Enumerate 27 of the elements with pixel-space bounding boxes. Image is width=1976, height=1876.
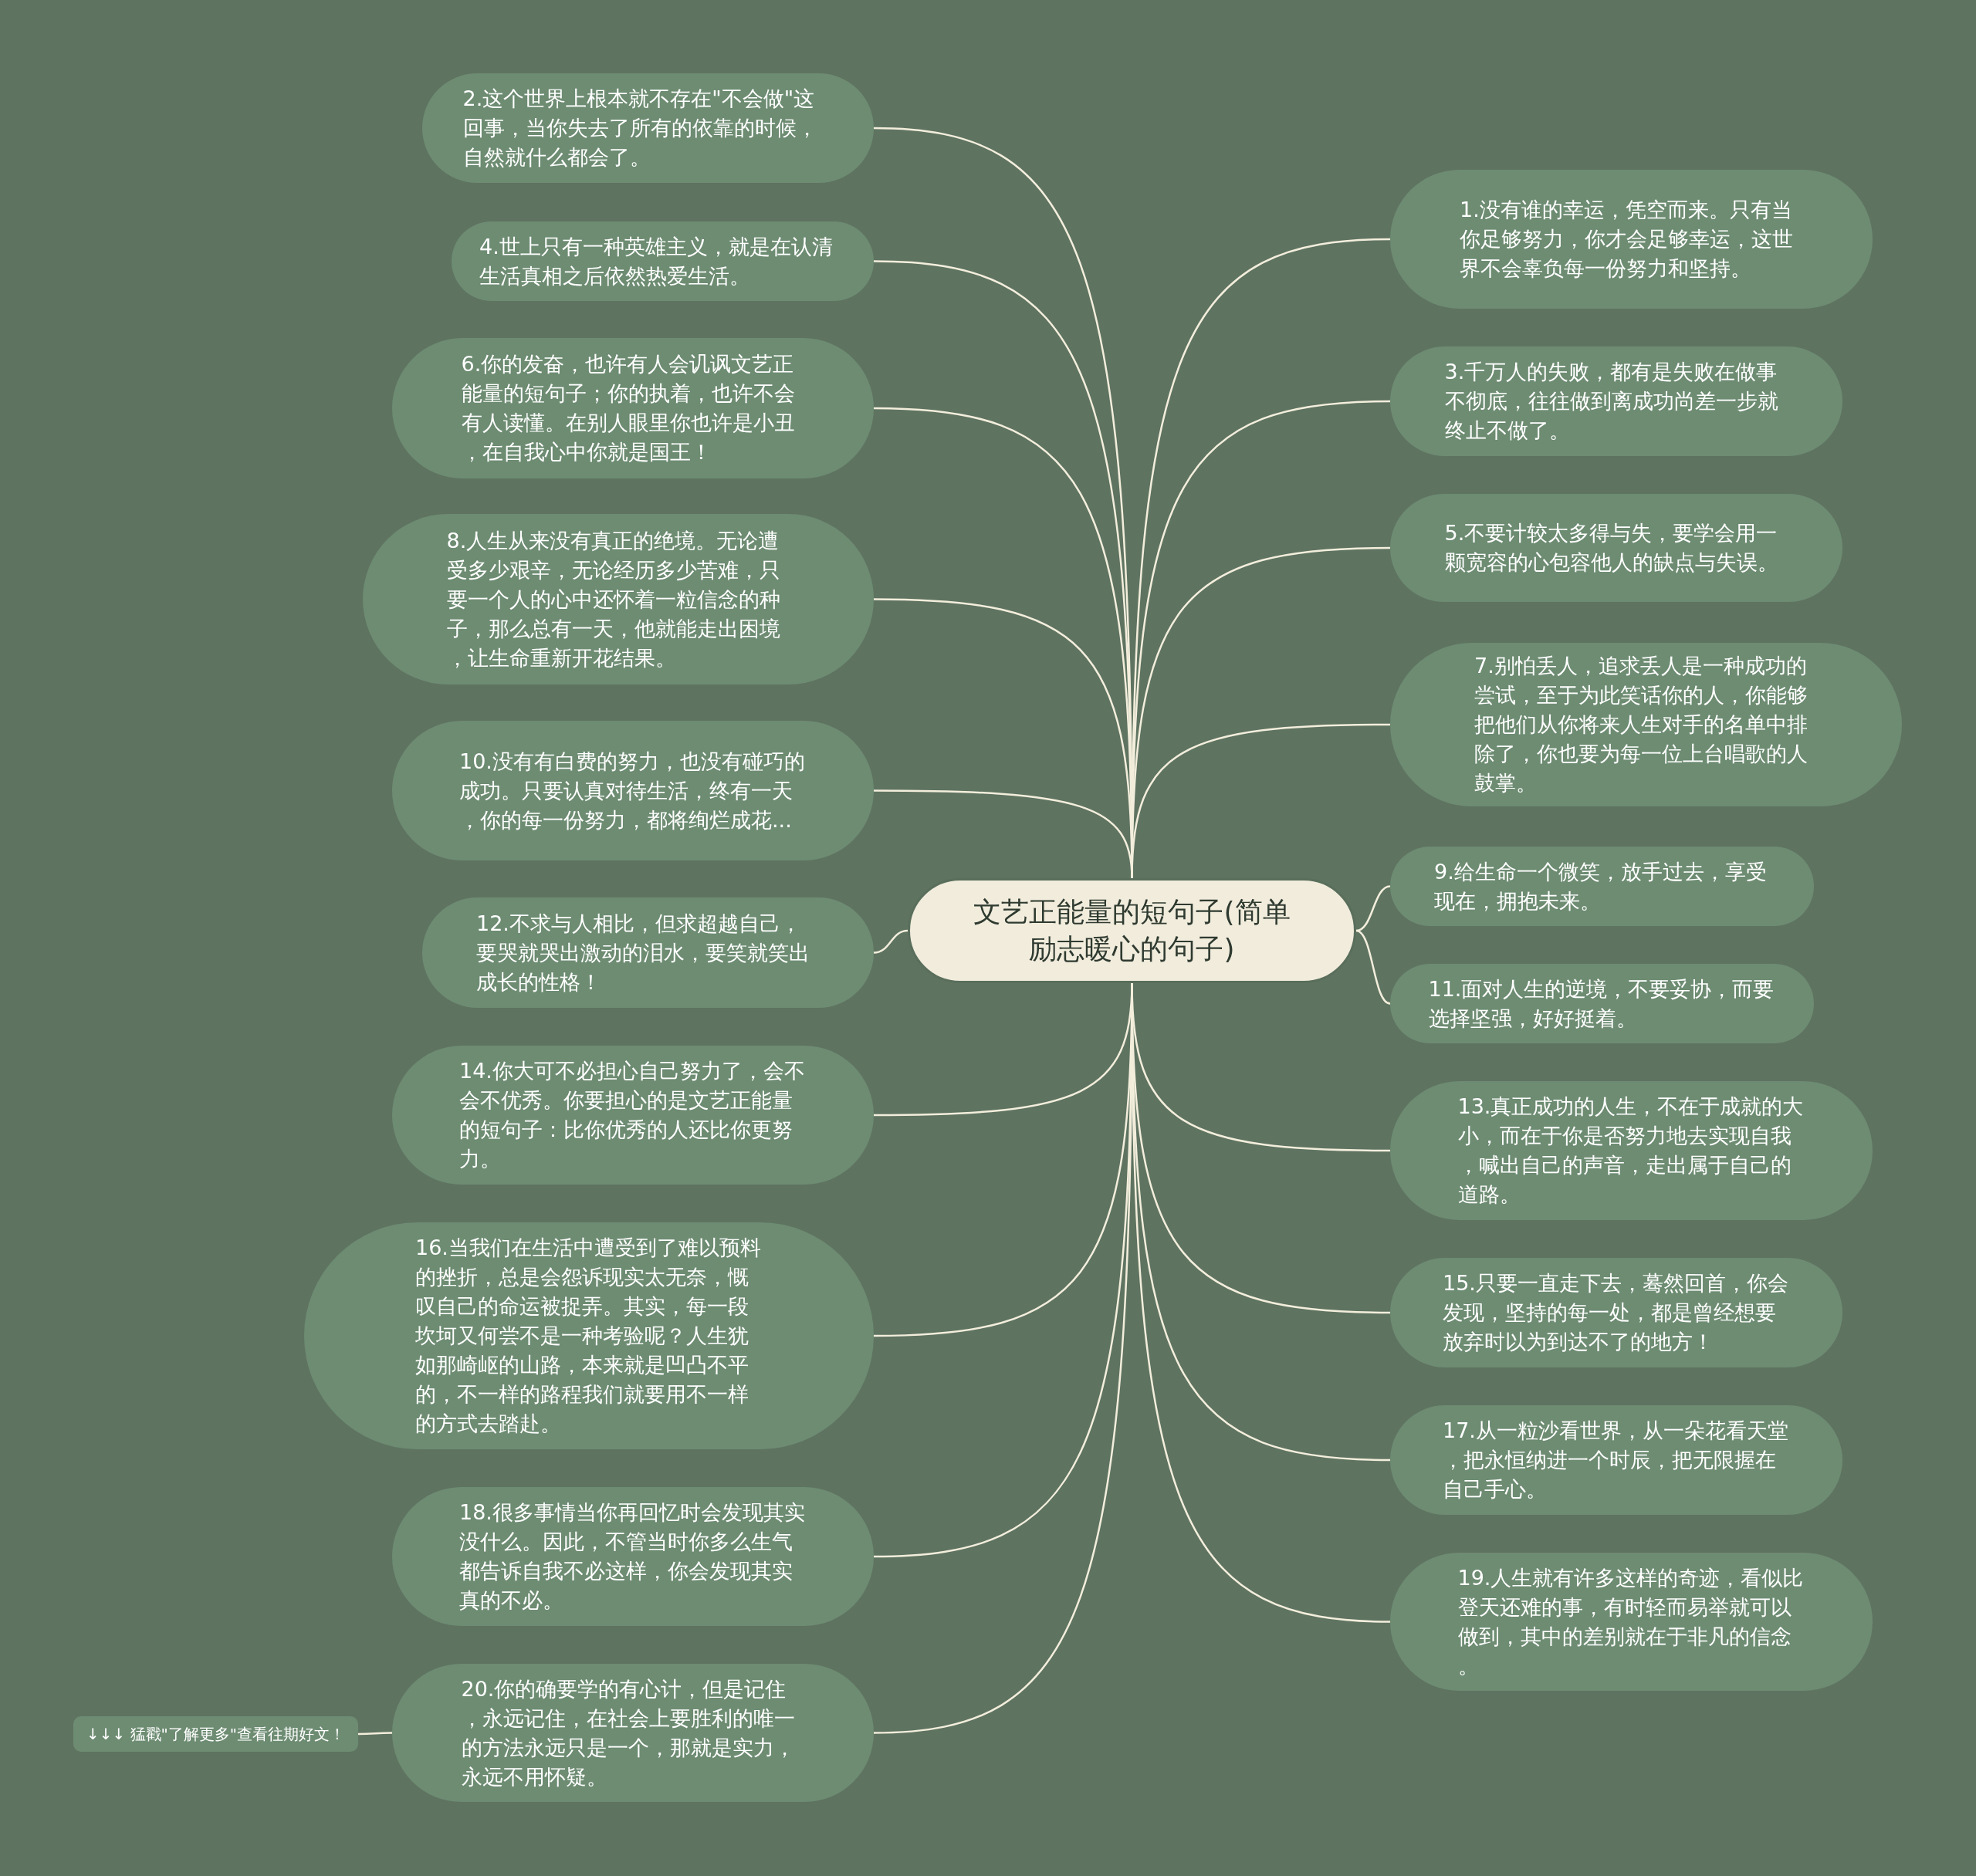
quote-bubble: 8.人生从来没有真正的绝境。无论遭受多少艰辛，无论经历多少苦难，只要一个人的心中还怀着一粒信念的种子，那么总有一天，他就能走出困境，让生命重新开花结果。: [363, 514, 874, 684]
quote-bubble: 13.真正成功的人生，不在于成就的大小，而在于你是否努力地去实现自我，喊出自己的声音，走出属于自己的道路。: [1390, 1081, 1873, 1220]
quote-bubble: 3.千万人的失败，都有是失败在做事不彻底，往往做到离成功尚差一步就终止不做了。: [1390, 346, 1842, 456]
quote-bubble: 1.没有谁的幸运，凭空而来。只有当你足够努力，你才会足够幸运，这世界不会辜负每一份努力和坚持。: [1390, 170, 1873, 309]
connector-line: [358, 1732, 392, 1736]
quote-bubble: 9.给生命一个微笑，放手过去，享受现在，拥抱未来。: [1390, 847, 1814, 926]
note-tag: ↓↓↓ 猛戳"了解更多"查看往期好文！: [73, 1716, 358, 1752]
quote-bubble: 18.很多事情当你再回忆时会发现其实没什么。因此，不管当时你多么生气都告诉自我不必这样，你会发现其实真的不必。: [392, 1487, 874, 1626]
quote-bubble: 7.别怕丢人，追求丢人是一种成功的尝试，至于为此笑话你的人，你能够把他们从你将来人生对手的名单中排除了，你也要为每一位上台唱歌的人鼓掌。: [1390, 643, 1902, 806]
connector-line: [1355, 885, 1391, 932]
quote-bubble: 10.没有有白费的努力，也没有碰巧的成功。只要认真对待生活，终有一天，你的每一份努力，都将绚烂成花...: [392, 721, 874, 860]
connector-line: [873, 929, 908, 954]
central-topic-bubble: 文艺正能量的短句子(简单励志暖心的句子): [908, 878, 1356, 983]
quote-bubble: 6.你的发奋，也许有人会讥讽文艺正能量的短句子；你的执着，也许不会有人读懂。在别人眼里你也许是小丑，在自我心中你就是国王！: [392, 338, 874, 478]
quote-bubble: 15.只要一直走下去，蓦然回首，你会发现，坚持的每一处，都是曾经想要放弃时以为到达不了的地方！: [1390, 1258, 1842, 1367]
quote-bubble: 19.人生就有许多这样的奇迹，看似比登天还难的事，有时轻而易举就可以做到，其中的差别就在于非凡的信念。: [1390, 1553, 1873, 1691]
quote-bubble: 16.当我们在生活中遭受到了难以预料的挫折，总是会怨诉现实太无奈，慨叹自己的命运被捉弄。其实，每一段坎坷又何尝不是一种考验呢？人生犹如那崎岖的山路，本来就是凹凸不平的，不一样的路程我们就要用不一样的方式去踏赴。: [304, 1222, 874, 1449]
quote-bubble: 11.面对人生的逆境，不要妥协，而要选择坚强，好好挺着。: [1390, 964, 1814, 1043]
quote-bubble: 20.你的确要学的有心计，但是记住，永远记住，在社会上要胜利的唯一的方法永远只是一个，那就是实力，永远不用怀疑。: [392, 1664, 874, 1802]
quote-bubble: 17.从一粒沙看世界，从一朵花看天堂，把永恒纳进一个时辰，把无限握在自己手心。: [1390, 1405, 1842, 1515]
quote-bubble: 14.你大可不必担心自己努力了，会不会不优秀。你要担心的是文艺正能量的短句子：比你优秀的人还比你更努力。: [392, 1046, 874, 1185]
quote-bubble: 12.不求与人相比，但求超越自己，要哭就哭出激动的泪水，要笑就笑出成长的性格！: [422, 897, 874, 1008]
quote-bubble: 2.这个世界上根本就不存在"不会做"这回事，当你失去了所有的依靠的时候，自然就什么都会了。: [422, 73, 874, 183]
quote-bubble: 5.不要计较太多得与失，要学会用一颗宽容的心包容他人的缺点与失误。: [1390, 494, 1842, 602]
connector-line: [1355, 929, 1391, 1005]
connector-line: [874, 789, 1133, 879]
quote-bubble: 4.世上只有一种英雄主义，就是在认清生活真相之后依然热爱生活。: [452, 221, 874, 301]
